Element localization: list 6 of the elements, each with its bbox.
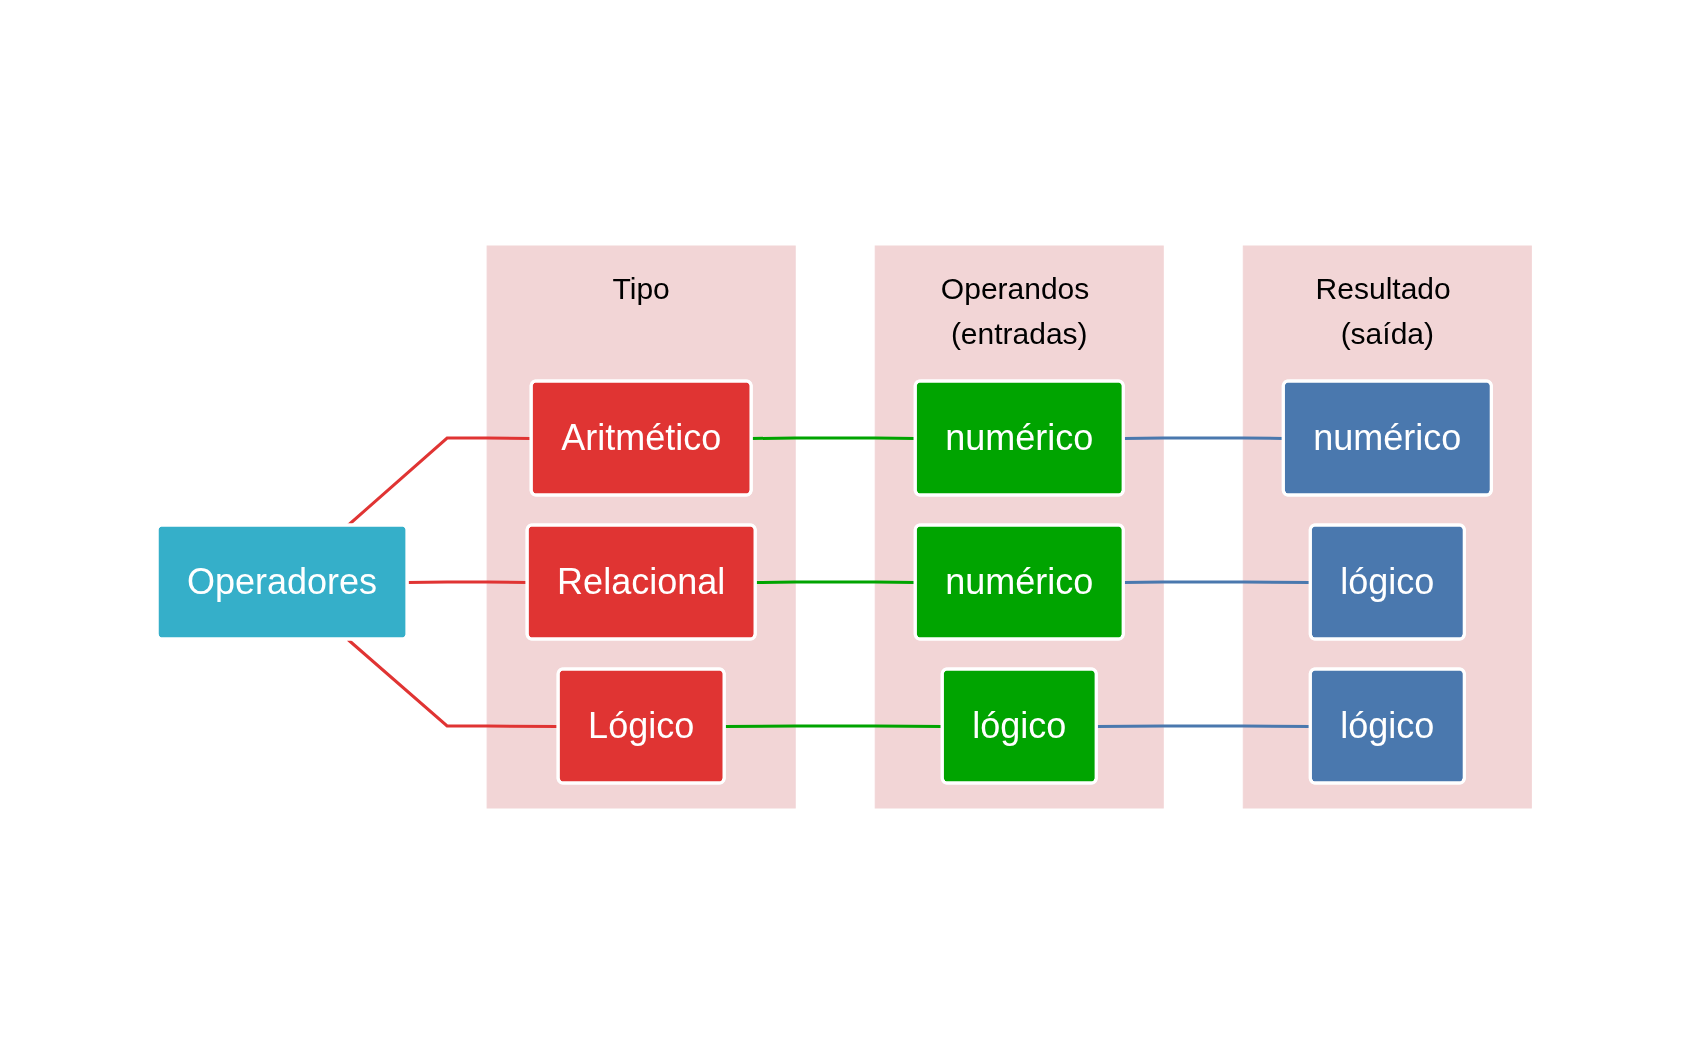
connector: [1123, 580, 1311, 584]
connector: [1096, 724, 1311, 728]
connector: [751, 436, 916, 440]
connector: [724, 724, 943, 728]
connector: [1123, 436, 1284, 440]
connector: [755, 580, 916, 584]
